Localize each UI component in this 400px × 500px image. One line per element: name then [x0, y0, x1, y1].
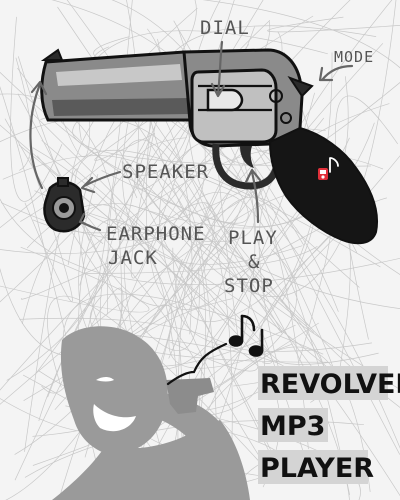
scribble-stroke [35, 0, 351, 374]
scribble-stroke [10, 16, 63, 202]
silhouette-eye [96, 377, 114, 382]
barrel-highlight [56, 64, 182, 86]
label-speaker: SPEAKER [122, 161, 209, 183]
dial-bullet [206, 88, 244, 112]
label-mode: MODE [334, 48, 374, 66]
arrow-mode [318, 64, 354, 82]
person-silhouette [52, 326, 250, 500]
scribble-stroke [136, 137, 399, 389]
scribble-stroke [2, 155, 207, 500]
title-plate-3 [258, 450, 368, 484]
label-earphone-line2: JACK [108, 247, 158, 269]
frame-screw [280, 112, 292, 124]
scribble-stroke [187, 0, 310, 327]
scribble-stroke [0, 198, 400, 285]
scribble-stroke [0, 202, 216, 391]
scribble-stroke [267, 16, 400, 33]
scribble-stroke [121, 161, 270, 453]
sound-wave-line [166, 342, 228, 386]
silhouette-arm [156, 392, 246, 500]
label-dial: DIAL [200, 17, 250, 39]
music-note-icon [228, 314, 264, 357]
scribble-stroke [41, 140, 273, 364]
silhouette-head [60, 326, 168, 455]
ipod-icon [318, 168, 328, 180]
title-line2: MP3 [260, 411, 325, 442]
scribble-stroke [85, 246, 318, 274]
arrow-play [244, 168, 262, 224]
arrow-barrel [29, 80, 48, 190]
scribble-stroke [106, 139, 220, 315]
title-line3: PLAYER [260, 453, 374, 484]
label-play-line2: & [248, 251, 260, 273]
scribble-stroke [254, 103, 400, 408]
revolver [40, 48, 378, 245]
scribble-stroke [145, 114, 331, 311]
scribble-stroke [62, 293, 324, 374]
music-note-icon [329, 157, 339, 173]
title-block: REVOLVER MP3 PLAYER [258, 366, 400, 484]
silhouette-hand-gun [166, 378, 214, 414]
revolver-grip [268, 126, 378, 245]
scribble-stroke [20, 255, 125, 300]
front-sight [40, 48, 64, 61]
silhouette-mouth [93, 404, 136, 432]
label-play-line1: PLAY [228, 227, 278, 249]
arrow-earphone [78, 212, 102, 232]
scribble-stroke [118, 0, 397, 297]
trigger [240, 146, 254, 168]
label-earphone-line1: EARPHONE [106, 223, 206, 245]
scribble-stroke [24, 168, 79, 452]
label-play-line3: STOP [224, 275, 274, 297]
scribble-stroke [101, 65, 249, 224]
barrel-underlug [52, 98, 190, 116]
revolver-hammer [287, 76, 314, 98]
scribble-stroke [0, 246, 150, 313]
scribble-stroke [47, 295, 279, 483]
frame-screw [269, 89, 283, 103]
title-line1: REVOLVER [260, 369, 400, 400]
scribble-stroke [174, 258, 372, 352]
scribble-stroke [173, 183, 218, 470]
arrow-speaker [80, 170, 122, 194]
muzzle-earphone-jack [43, 177, 86, 233]
scribble-stroke [335, 95, 398, 340]
arrow-dial [210, 40, 226, 98]
scribble-stroke [157, 168, 315, 333]
scribble-stroke [79, 103, 255, 243]
scribble-stroke [0, 116, 233, 474]
title-plate-1 [258, 366, 388, 400]
scribble-stroke [0, 124, 281, 363]
scribble-stroke [202, 0, 400, 69]
title-plate-2 [258, 408, 328, 442]
scribble-stroke [258, 203, 379, 365]
